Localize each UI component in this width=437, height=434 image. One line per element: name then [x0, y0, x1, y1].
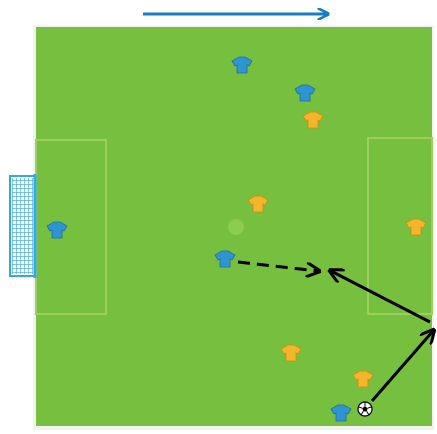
goal-net-icon — [10, 174, 35, 278]
pitch — [33, 25, 434, 430]
center-spot — [228, 219, 244, 235]
soccer-ball-icon — [358, 402, 372, 416]
